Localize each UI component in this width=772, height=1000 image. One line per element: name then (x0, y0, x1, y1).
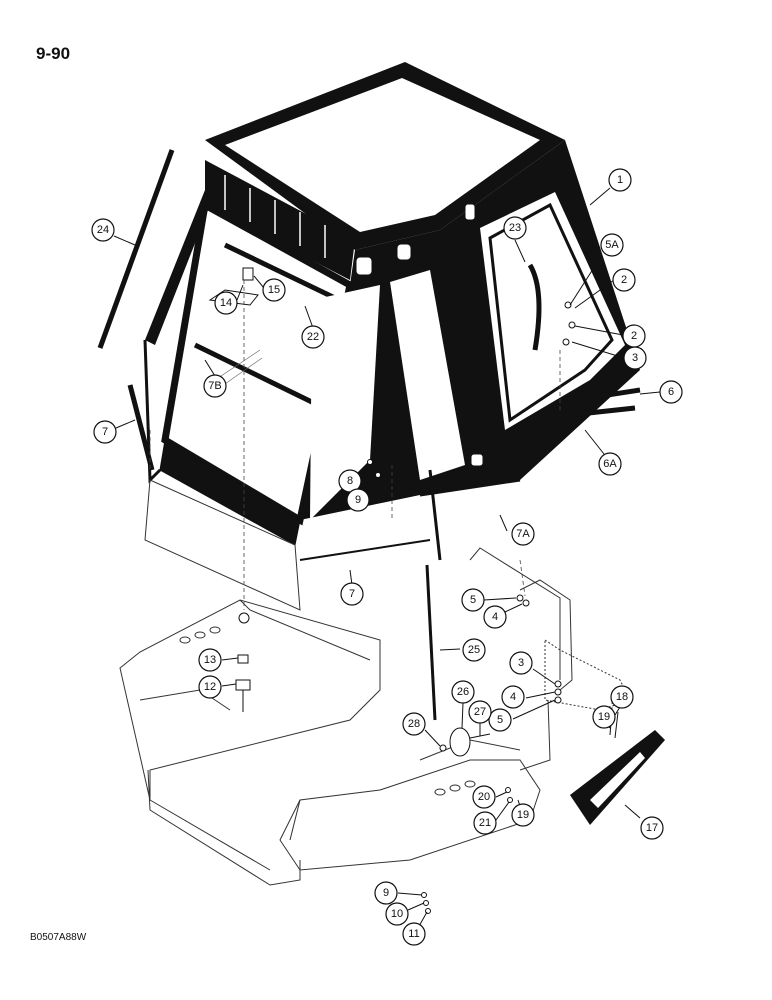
svg-text:9: 9 (383, 887, 389, 899)
cab-handles (356, 204, 483, 466)
svg-text:23: 23 (509, 222, 521, 234)
callout-7b: 7B (203, 374, 227, 398)
callout-3-upper: 3 (623, 346, 647, 370)
svg-text:7: 7 (349, 588, 355, 600)
callout-9-upper: 9 (346, 488, 370, 512)
frame-holes (179, 626, 476, 796)
svg-text:4: 4 (510, 691, 516, 703)
callout-7-bottom: 7 (340, 582, 364, 606)
svg-text:26: 26 (457, 686, 469, 698)
callout-19-bottom: 19 (511, 803, 535, 827)
svg-text:3: 3 (632, 352, 638, 364)
svg-text:7: 7 (102, 426, 108, 438)
svg-text:8: 8 (347, 475, 353, 487)
svg-text:7B: 7B (208, 380, 221, 392)
svg-text:15: 15 (268, 284, 280, 296)
svg-text:12: 12 (204, 681, 216, 693)
callout-2-upper: 2 (612, 268, 636, 292)
svg-text:11: 11 (408, 928, 419, 940)
callout-7-left: 7 (93, 420, 117, 444)
svg-text:17: 17 (646, 822, 658, 834)
callout-18: 18 (610, 685, 634, 709)
callout-6: 6 (659, 380, 683, 404)
callout-20: 20 (472, 785, 496, 809)
callout-22: 22 (301, 325, 325, 349)
callout-4-upper: 4 (483, 605, 507, 629)
callout-11: 11 (402, 922, 426, 946)
svg-text:22: 22 (307, 331, 319, 343)
svg-text:24: 24 (97, 224, 109, 236)
svg-text:18: 18 (616, 691, 628, 703)
front-vent-panel (205, 160, 355, 280)
svg-text:4: 4 (492, 611, 498, 623)
cab-roof (205, 62, 565, 250)
callout-5-lower: 5 (488, 708, 512, 732)
callout-26: 26 (451, 680, 475, 704)
cab-side-body (300, 140, 640, 520)
svg-text:21: 21 (479, 817, 491, 829)
callout-3-lower: 3 (509, 651, 533, 675)
svg-text:25: 25 (468, 644, 480, 656)
callout-15: 15 (262, 278, 286, 302)
svg-text:10: 10 (391, 908, 403, 920)
weather-strips (97, 149, 641, 721)
callout-2-lower: 2 (622, 324, 646, 348)
callout-13: 13 (198, 648, 222, 672)
left-door (143, 190, 301, 611)
svg-text:14: 14 (220, 297, 232, 309)
svg-text:2: 2 (631, 330, 637, 342)
callout-4-lower: 4 (501, 685, 525, 709)
svg-text:7A: 7A (516, 528, 530, 540)
svg-text:28: 28 (408, 718, 420, 730)
svg-text:3: 3 (518, 657, 524, 669)
callout-1: 1 (608, 168, 632, 192)
svg-text:27: 27 (474, 706, 486, 718)
callout-21: 21 (473, 811, 497, 835)
callout-23: 23 (503, 216, 527, 240)
svg-text:20: 20 (478, 791, 490, 803)
callout-17: 17 (640, 816, 664, 840)
callout-10: 10 (385, 902, 409, 926)
callout-5-upper: 5 (461, 588, 485, 612)
svg-text:6: 6 (668, 386, 674, 398)
callout-25: 25 (462, 638, 486, 662)
svg-text:9: 9 (355, 494, 361, 506)
page-number: 9-90 (36, 44, 71, 63)
figure-reference-code: B0507A88W (30, 932, 87, 943)
callout-6a: 6A (598, 452, 622, 476)
svg-text:5A: 5A (605, 239, 619, 251)
callout-27: 27 (468, 700, 492, 724)
svg-text:19: 19 (517, 809, 529, 821)
callout-19-right: 19 (592, 705, 616, 729)
callout-7a: 7A (511, 522, 535, 546)
callout-12: 12 (198, 675, 222, 699)
svg-text:6A: 6A (603, 458, 617, 470)
svg-text:19: 19 (598, 711, 610, 723)
svg-text:5: 5 (470, 594, 476, 606)
svg-text:13: 13 (204, 654, 216, 666)
callout-28: 28 (402, 712, 426, 736)
svg-text:1: 1 (617, 174, 623, 186)
tractor-frame (119, 547, 631, 886)
svg-text:2: 2 (621, 274, 627, 286)
mirror-bracket (570, 730, 665, 825)
callout-5a: 5A (600, 233, 624, 257)
callout-14: 14 (214, 291, 238, 315)
callout-9-lower: 9 (374, 881, 398, 905)
svg-text:5: 5 (497, 714, 503, 726)
callout-24: 24 (91, 218, 115, 242)
